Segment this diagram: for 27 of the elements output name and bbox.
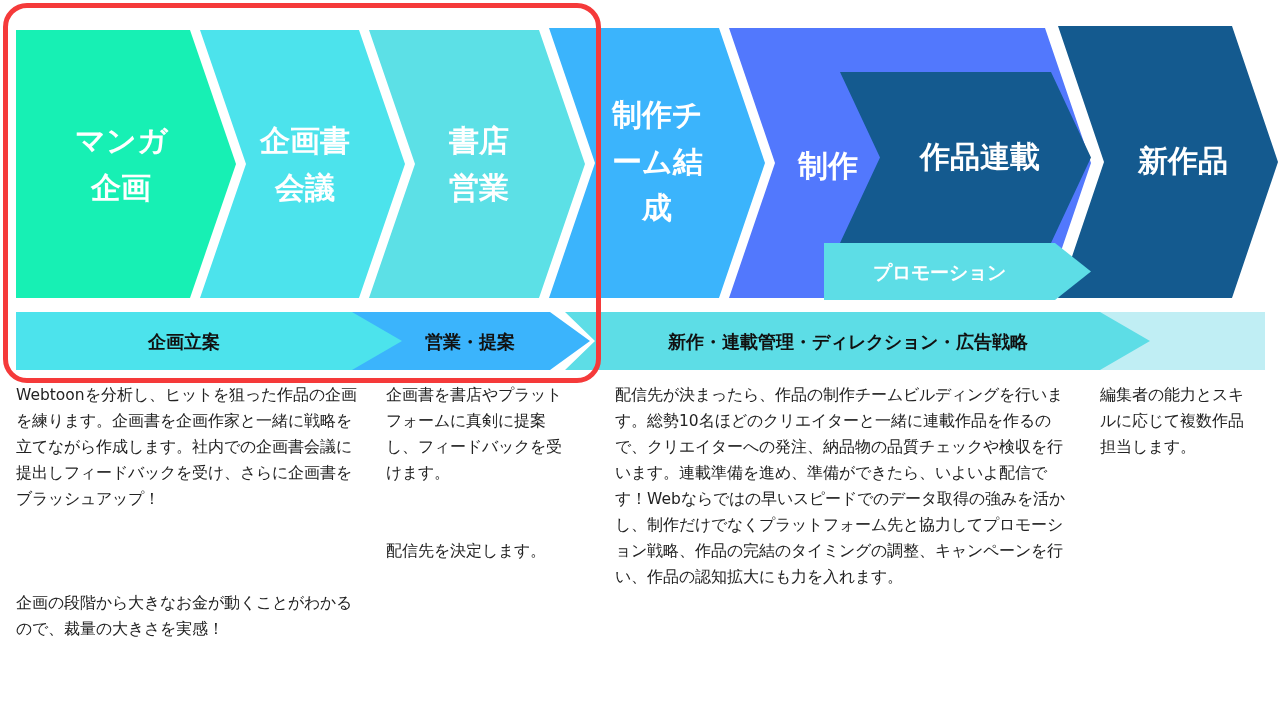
step-label: 企画書会議 — [259, 122, 351, 207]
step-label: 制作チーム結成 — [610, 96, 704, 227]
band-label: プロモーション — [871, 260, 1007, 285]
chevron-step — [729, 28, 1091, 298]
chevron-step — [16, 30, 236, 298]
arrow-band — [16, 312, 402, 370]
arrow-band — [824, 243, 1091, 300]
description-text: 企画の段階から大きなお金が動くことがわかるので、裁量の大きさを実感！ — [16, 593, 353, 640]
description-text: 配信先が決まったら、作品の制作チームビルディングを行います。総勢10名ほどのクリエイターと一緒に連載作品を作るので、クリエイターへの発注、納品物の品質チェックや検収を行います。連載準備を進め、準備ができたら、いよいよ配信です！Webならではの早いスピードでのデータ取得の強みを活かし、制作だけでなくプラットフォーム先と協力してプロモーション戦略、作品の完結のタイミングの調整、キャンペーンを行い、作品の認知拡大にも力を入れます。 — [615, 385, 1066, 588]
band-label: 新作・連載管理・ディレクション・広告戦略 — [666, 330, 1029, 354]
description-text: Webtoonを分析し、ヒットを狙った作品の企画を練ります。企画書を企画作家と一緒に戦略を立てながら作成します。社内での企画書会議に提出しフィードバックを受け、さらに企画書をブラッシュアップ！ — [16, 385, 358, 510]
step-label: マンガ企画 — [73, 122, 169, 207]
chevron-step — [369, 30, 585, 298]
step-label: 制作 — [796, 147, 859, 185]
description-text: 配信先を決定します。 — [386, 541, 547, 562]
chevron-step — [200, 30, 405, 298]
chevron-step — [549, 28, 765, 298]
chevron-step — [1058, 26, 1278, 298]
description-text: 編集者の能力とスキルに応じて複数作品担当します。 — [1100, 385, 1245, 458]
step-label: 新作品 — [1137, 142, 1229, 180]
step-label: 書店営業 — [448, 122, 510, 207]
description-text: 企画書を書店やプラットフォームに真剣に提案し、フィードバックを受けます。 — [386, 385, 563, 484]
band-label: 企画立案 — [147, 330, 221, 354]
step-label: 作品連載 — [918, 138, 1041, 176]
arrow-band — [565, 312, 1150, 370]
band-label: 営業・提案 — [424, 330, 516, 354]
arrow-band — [350, 312, 590, 370]
